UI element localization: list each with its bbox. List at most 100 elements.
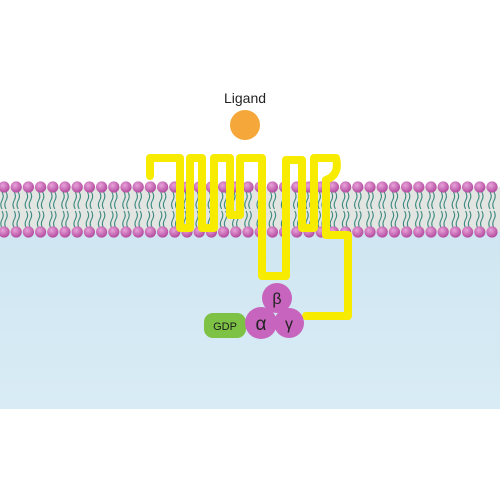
alpha-label: α: [256, 314, 267, 335]
lipid-tail: [126, 210, 130, 229]
lipid-head: [401, 226, 413, 238]
lipid-head: [376, 226, 388, 238]
lipid-head: [157, 181, 169, 193]
lipid-tail: [171, 210, 175, 229]
lipid-tail: [317, 191, 321, 210]
lipid-head: [266, 226, 278, 238]
lipid-tail: [354, 210, 358, 229]
lipid-tail: [24, 210, 29, 229]
lipid-tail: [358, 210, 362, 229]
lipid-tail: [415, 191, 419, 210]
lipid-tail: [146, 191, 151, 210]
beta-label: β: [272, 291, 281, 308]
lipid-head: [340, 181, 352, 193]
lipid-tail: [158, 191, 163, 210]
lipid-head: [486, 181, 498, 193]
lipid-tail: [16, 191, 20, 210]
lipid-tail: [451, 210, 456, 229]
lipid-head: [120, 181, 132, 193]
cell-membrane: [0, 181, 500, 238]
lipid-head: [266, 181, 278, 193]
lipid-tail: [40, 191, 45, 210]
lipid-heads-inner: [0, 226, 498, 238]
lipid-head: [437, 181, 449, 193]
lipid-tail: [158, 210, 163, 229]
lipid-head: [230, 226, 242, 238]
lipid-tail: [53, 210, 57, 229]
lipid-tail: [24, 191, 29, 210]
lipid-head: [132, 181, 144, 193]
lipid-head: [218, 226, 230, 238]
lipid-tail: [419, 210, 423, 229]
lipid-tail: [36, 191, 41, 210]
lipid-head: [376, 181, 388, 193]
lipid-tail: [77, 210, 81, 229]
lipid-tail: [126, 191, 130, 210]
lipid-head: [242, 181, 254, 193]
lipid-tail: [110, 210, 114, 229]
lipid-tail: [4, 191, 8, 210]
lipid-tail: [110, 191, 114, 210]
g-protein-icon: GDP α β γ: [204, 283, 304, 339]
lipid-tail: [85, 191, 90, 210]
lipid-tail: [65, 191, 69, 210]
lipid-head: [486, 226, 498, 238]
lipid-tail: [244, 210, 248, 229]
lipid-head: [47, 226, 59, 238]
lipid-tail: [394, 191, 399, 210]
lipid-tail: [317, 210, 321, 229]
lipid-head: [364, 226, 376, 238]
lipid-tail: [492, 191, 496, 210]
lipid-tail: [480, 191, 484, 210]
lipid-tail: [443, 191, 447, 210]
lipid-tail: [61, 191, 65, 210]
lipid-head: [0, 226, 10, 238]
lipid-tail: [138, 210, 142, 229]
lipid-head: [108, 226, 120, 238]
lipid-tail: [134, 191, 138, 210]
lipid-tail: [467, 210, 472, 229]
lipid-tail: [134, 210, 138, 229]
lipid-head: [449, 181, 461, 193]
lipid-tail: [455, 191, 460, 210]
lipid-tail: [488, 191, 492, 210]
lipid-head: [96, 226, 108, 238]
lipid-tail: [53, 191, 57, 210]
receptor-icon: [146, 154, 352, 320]
lipid-tail: [451, 191, 456, 210]
lipid-tail: [370, 210, 374, 229]
lipid-head: [22, 181, 34, 193]
gdp-icon: [204, 313, 246, 338]
lipid-head: [108, 181, 120, 193]
lipid-head: [388, 181, 400, 193]
lipid-tail: [28, 210, 33, 229]
lipid-tail: [443, 210, 447, 229]
lipid-tail: [219, 210, 224, 229]
lipid-tail: [390, 191, 395, 210]
lipid-tail: [366, 210, 370, 229]
lipid-tail: [382, 210, 386, 229]
ligand: Ligand: [224, 90, 266, 140]
lipid-tail: [345, 191, 350, 210]
lipid-tail: [73, 191, 77, 210]
lipid-tail: [431, 210, 435, 229]
lipid-head: [157, 226, 169, 238]
lipid-head: [462, 181, 474, 193]
lipid-tail: [122, 210, 126, 229]
lipid-tail: [248, 210, 252, 229]
lipid-tail: [49, 191, 53, 210]
lipid-tail: [333, 191, 338, 210]
lipid-head: [71, 226, 83, 238]
lipid-tail: [341, 210, 346, 229]
membrane-core: [0, 187, 500, 232]
lipid-tail: [150, 191, 155, 210]
lipid-tail: [406, 210, 411, 229]
lipid-tail: [394, 210, 399, 229]
lipid-tail: [406, 191, 411, 210]
lipid-tail: [4, 210, 8, 229]
lipid-tail: [85, 210, 90, 229]
lipid-tail: [329, 191, 334, 210]
lipid-tail: [12, 210, 16, 229]
lipid-head: [10, 226, 22, 238]
